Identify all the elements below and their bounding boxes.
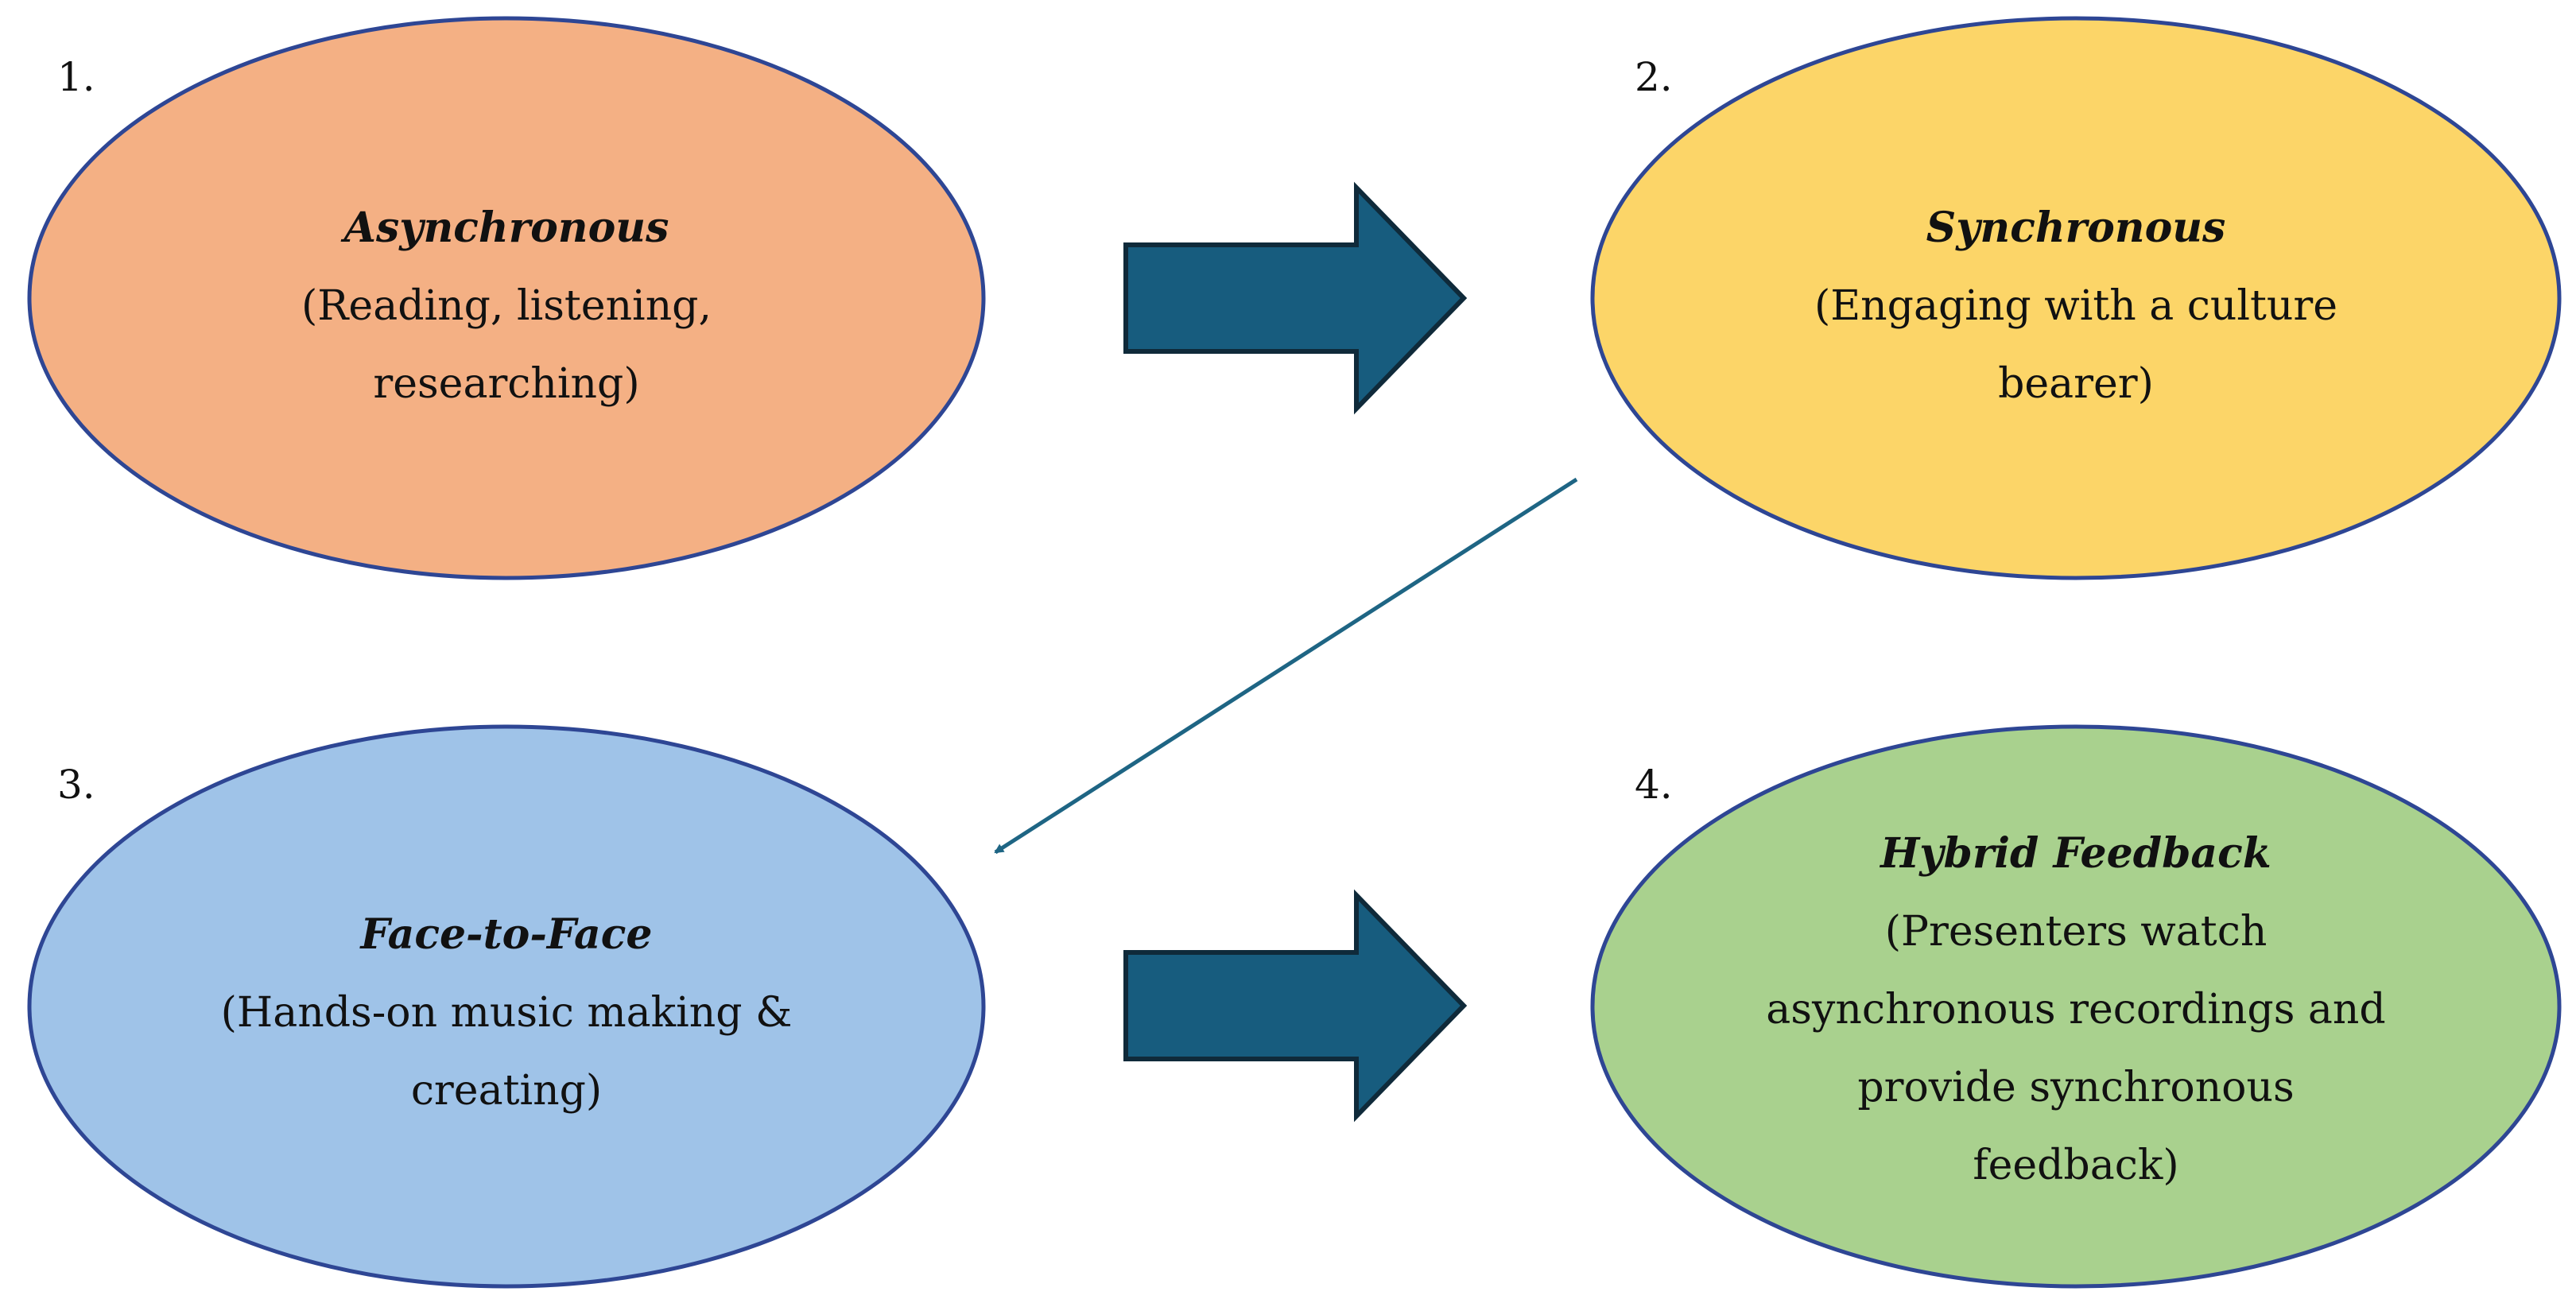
stage-2-text: Synchronous (Engaging with a culture bea… [1774, 189, 2378, 423]
stage-1-ellipse [27, 16, 986, 580]
stage-3-title: Face-to-Face [360, 910, 653, 959]
stage-1-title: Asynchronous [343, 204, 669, 252]
arrow-3-to-4 [1123, 889, 1468, 1123]
stage-3-number: 3. [57, 762, 95, 808]
stage-2-ellipse [1590, 16, 2562, 580]
arrow-2-to-3 [994, 477, 1578, 855]
stage-2-title: Synchronous [1926, 204, 2226, 252]
stage-4-ellipse [1590, 724, 2562, 1289]
stage-1-number: 1. [57, 54, 95, 100]
stage-2-description: (Engaging with a culture bearer) [1814, 282, 2338, 408]
stage-2-number: 2. [1635, 54, 1673, 100]
stage-1-description: (Reading, listening, researching) [301, 282, 712, 408]
stage-3-text: Face-to-Face (Hands-on music making & cr… [188, 896, 824, 1130]
stage-4-title: Hybrid Feedback [1880, 829, 2271, 878]
stage-3-description: (Hands-on music making & creating) [220, 989, 793, 1115]
stage-3-ellipse [27, 724, 986, 1289]
stage-4-text: Hybrid Feedback (Presenters watch asynch… [1758, 815, 2394, 1204]
stage-4-number: 4. [1635, 762, 1673, 808]
stage-1-text: Asynchronous (Reading, listening, resear… [268, 189, 745, 423]
stage-4-description: (Presenters watch asynchronous recording… [1766, 908, 2386, 1189]
arrow-1-to-2 [1123, 181, 1468, 415]
